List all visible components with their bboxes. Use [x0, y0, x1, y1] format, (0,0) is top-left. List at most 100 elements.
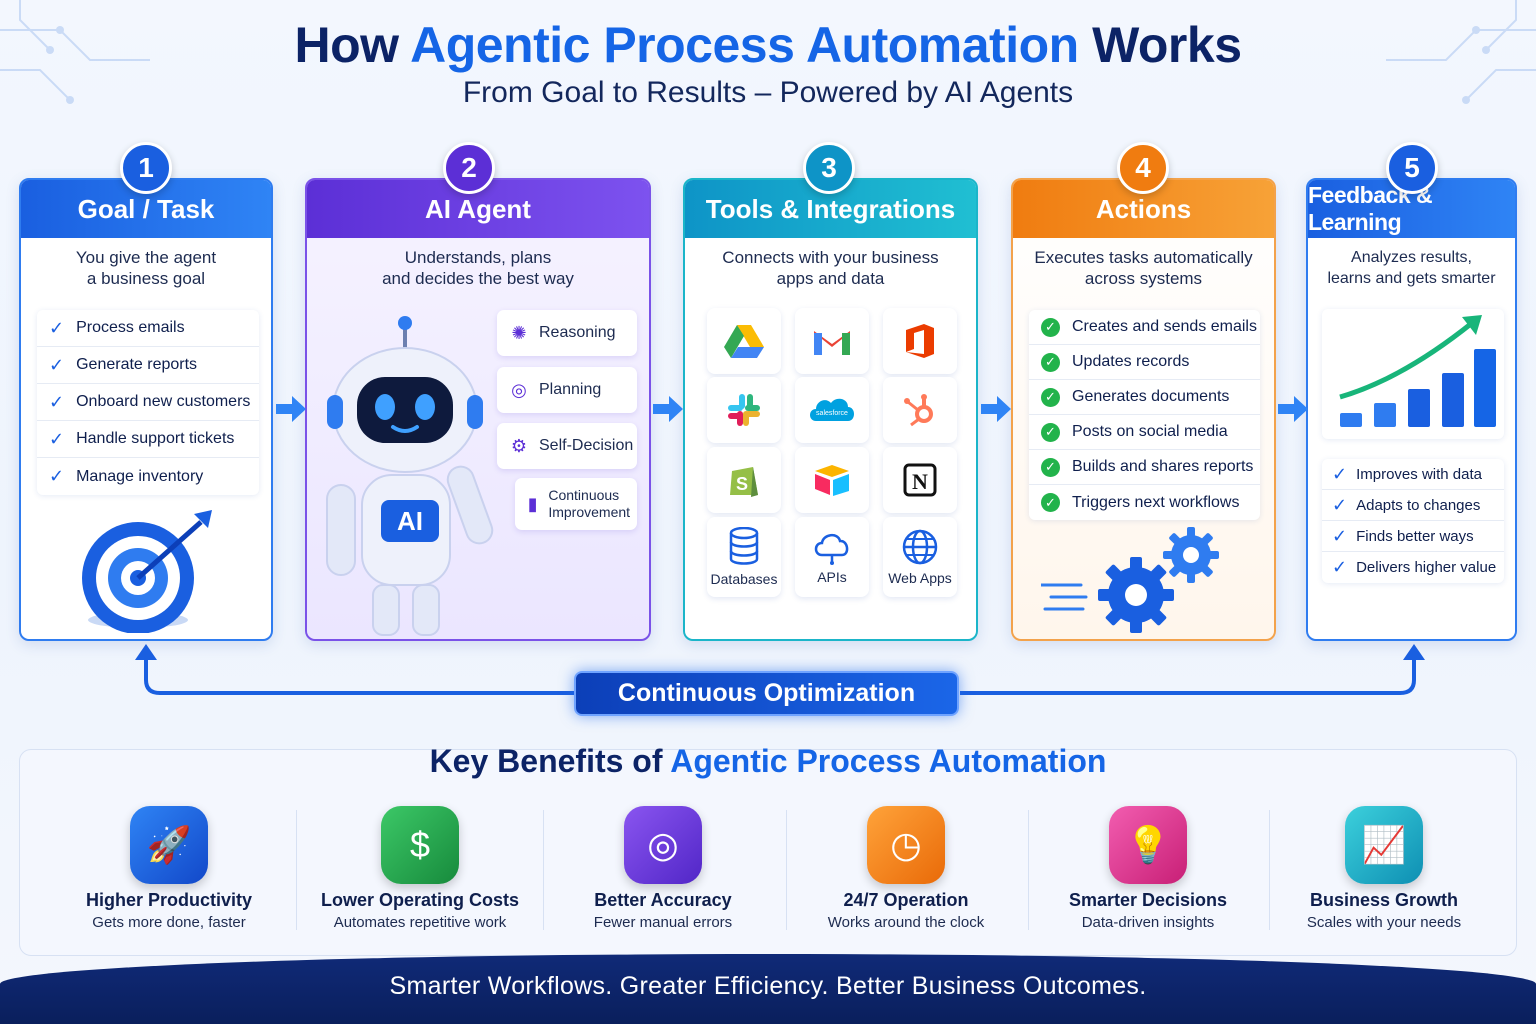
tool-google-drive [707, 308, 781, 374]
step-description: Connects with your business apps and dat… [722, 248, 939, 288]
optimization-loop-arrow [135, 644, 1425, 695]
salesforce-icon: salesforce [810, 398, 854, 421]
check-icon: ✓ [49, 317, 65, 338]
growth-chart-icon: 📈 [1345, 806, 1423, 884]
divider [786, 810, 787, 930]
svg-text:N: N [912, 469, 928, 494]
target-icon [82, 510, 212, 633]
tool-gmail [795, 308, 869, 374]
tool-web-apps: Web Apps [883, 517, 957, 597]
tool-salesforce: salesforce [795, 377, 869, 443]
step-card-ai-agent: AI Agent Understands, plans and decides … [305, 178, 651, 641]
page-title: How Agentic Process Automation Works [0, 16, 1536, 74]
list-item: ✓Onboard new customers [37, 384, 259, 421]
money-icon: $ [381, 806, 459, 884]
rocket-icon: 🚀 [130, 806, 208, 884]
gear-icon: ⚙ [510, 435, 528, 456]
tool-label: APIs [817, 569, 847, 585]
list-item: ✓Improves with data [1322, 459, 1504, 490]
list-item: ✓Process emails [37, 310, 259, 347]
title-lead: How [294, 17, 400, 73]
tool-apis: APIs [795, 517, 869, 597]
shopify-icon: S [730, 467, 758, 497]
check-circle-icon: ✓ [1041, 493, 1060, 512]
capability-planning: ◎Planning [497, 367, 637, 413]
benefit-business-growth: 📈 Business Growth Scales with your needs [1271, 806, 1497, 936]
growth-chart-panel [1322, 309, 1504, 439]
arrow-right-icon [276, 396, 306, 422]
list-item: ✓Delivers higher value [1332, 557, 1497, 577]
list-item: ✓Posts on social media [1029, 415, 1260, 450]
check-icon: ✓ [1332, 557, 1348, 577]
tool-label: Web Apps [888, 570, 952, 586]
check-icon: ✓ [1332, 463, 1348, 484]
tool-office [883, 308, 957, 374]
list-item: ✓Updates records [1029, 345, 1260, 380]
planning-icon: ◎ [511, 379, 527, 400]
gmail-icon [814, 331, 850, 355]
step-description: You give the agent a business goal [75, 248, 217, 288]
benefit-lower-costs: $ Lower Operating Costs Automates repeti… [300, 806, 540, 936]
cloud-api-icon [814, 534, 849, 565]
divider [1269, 810, 1270, 930]
step-description: Understands, plans and decides the best … [382, 248, 574, 288]
benefit-better-accuracy: ◎ Better Accuracy Fewer manual errors [545, 806, 781, 936]
divider [543, 810, 544, 930]
tool-databases: Databases [707, 517, 781, 597]
benefits-title: Key Benefits of Agentic Process Automati… [429, 743, 1107, 779]
airtable-icon [815, 465, 849, 496]
step-number-badge: 1 [120, 142, 172, 194]
target-icon: ◎ [624, 806, 702, 884]
list-item: ✓Creates and sends emails [1029, 310, 1260, 345]
robot-icon [326, 316, 494, 636]
step-number-badge: 5 [1386, 142, 1438, 194]
hubspot-icon [904, 394, 933, 427]
check-icon: ✓ [1332, 525, 1348, 546]
circuit-decoration-left [0, 0, 150, 104]
check-circle-icon: ✓ [1041, 317, 1060, 337]
step-card-goal: Goal / Task You give the agent a busines… [19, 178, 273, 641]
circuit-decoration-right [1386, 0, 1536, 104]
google-drive-icon [724, 325, 764, 358]
salesforce-logo-text: salesforce [816, 410, 848, 417]
goal-checklist: ✓Process emails ✓Generate reports ✓Onboa… [37, 310, 259, 495]
list-item: ✓Generates documents [1029, 380, 1260, 415]
step-number-badge: 2 [443, 142, 495, 194]
benefit-24-7-operation: ◷ 24/7 Operation Works around the clock [788, 806, 1024, 936]
growth-chart-icon [1339, 315, 1496, 427]
office-icon [906, 324, 934, 358]
slack-icon [728, 394, 760, 426]
feedback-checklist: ✓Improves with data ✓Adapts to changes ✓… [1322, 459, 1504, 583]
capability-continuous-improvement: ▮Continuous Improvement [515, 478, 637, 530]
list-item: ✓Finds better ways [1322, 521, 1504, 552]
gears-icon [1041, 527, 1219, 633]
tool-notion: N [883, 447, 957, 513]
tool-airtable [795, 447, 869, 513]
benefit-higher-productivity: 🚀 Higher Productivity Gets more done, fa… [49, 806, 289, 936]
step-description: Executes tasks automatically across syst… [1034, 248, 1253, 288]
actions-checklist: ✓Creates and sends emails ✓Updates recor… [1029, 310, 1260, 520]
check-circle-icon: ✓ [1041, 422, 1060, 442]
svg-text:S: S [736, 474, 748, 494]
tool-shopify: S [707, 447, 781, 513]
clock-icon: ◷ [867, 806, 945, 884]
title-tail: Works [1092, 17, 1242, 73]
list-item: ✓Adapts to changes [1322, 490, 1504, 521]
brain-icon: ✺ [511, 322, 527, 343]
check-icon: ✓ [49, 428, 65, 449]
step-number-badge: 4 [1117, 142, 1169, 194]
check-circle-icon: ✓ [1041, 352, 1060, 372]
arrow-right-icon [981, 396, 1011, 422]
tool-hubspot [883, 377, 957, 443]
tool-label: Databases [710, 571, 778, 587]
page-subtitle: From Goal to Results – Powered by AI Age… [462, 76, 1074, 109]
list-item: ✓Manage inventory [49, 466, 204, 486]
tool-slack [707, 377, 781, 443]
lightbulb-icon: 💡 [1109, 806, 1187, 884]
check-icon: ✓ [1332, 494, 1348, 515]
list-item: ✓Handle support tickets [37, 421, 259, 458]
notion-icon: N [903, 463, 937, 497]
check-circle-icon: ✓ [1041, 387, 1060, 407]
benefits-panel [19, 749, 1517, 956]
step-title: AI Agent [307, 180, 649, 238]
